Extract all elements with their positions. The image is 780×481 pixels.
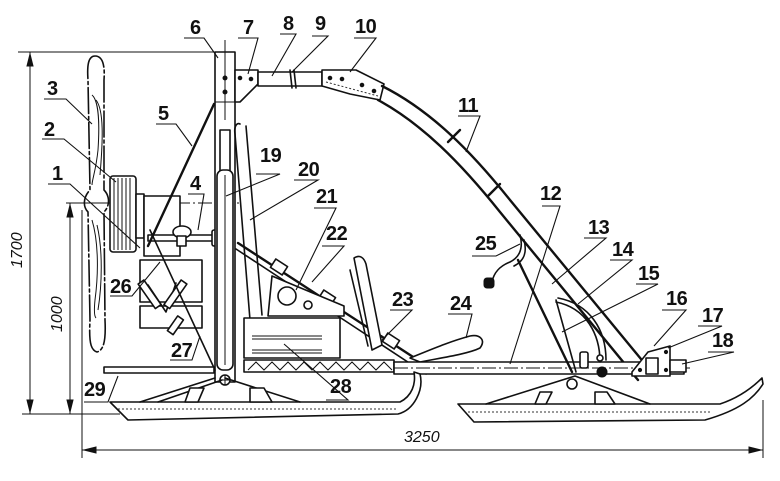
callout-label-11: 11: [458, 95, 479, 117]
callout-21: 21: [295, 186, 338, 291]
callout-label-10: 10: [355, 16, 377, 38]
callout-27: 27: [170, 335, 201, 362]
callout-label-21: 21: [316, 186, 338, 208]
callout-23: 23: [381, 289, 414, 341]
callout-13: 13: [551, 217, 610, 285]
callout-label-7: 7: [243, 17, 254, 39]
backrest: [233, 122, 263, 321]
callout-6: 6: [184, 17, 219, 59]
callout-19: 19: [225, 145, 282, 197]
callout-22: 22: [311, 223, 348, 283]
fuel-tank: [243, 317, 341, 359]
callout-label-15: 15: [638, 263, 660, 285]
callout-26: 26: [110, 261, 161, 298]
curved-frame: [376, 84, 652, 382]
callout-label-8: 8: [283, 13, 294, 35]
callout-label-22: 22: [326, 223, 348, 245]
callout-10: 10: [349, 16, 377, 73]
callout-label-1: 1: [52, 163, 63, 185]
callout-label-16: 16: [666, 288, 688, 310]
callout-label-5: 5: [158, 103, 169, 125]
front-bracket: [631, 345, 687, 377]
callout-25: 25: [472, 233, 521, 257]
callout-label-12: 12: [540, 183, 562, 205]
callout-4: 4: [188, 173, 205, 231]
dimension-3250-text: 3250: [404, 429, 440, 446]
callouts: 1 2 3 4 5 6 7: [42, 13, 735, 403]
callout-18: 18: [681, 330, 735, 365]
dimension-1000-text: 1000: [49, 296, 66, 332]
callout-label-28: 28: [330, 376, 352, 398]
callout-label-3: 3: [47, 78, 58, 100]
callout-28: 28: [283, 343, 352, 401]
callout-label-18: 18: [712, 330, 734, 352]
propeller-hub: [109, 175, 145, 253]
callout-11: 11: [458, 95, 481, 153]
callout-label-23: 23: [392, 289, 414, 311]
front-ski: [457, 375, 764, 423]
callout-label-4: 4: [190, 173, 202, 195]
callout-14: 14: [577, 239, 635, 305]
handlebar: [483, 234, 527, 289]
callout-5: 5: [156, 103, 193, 147]
dimension-1700-text: 1700: [9, 232, 26, 268]
dimension-length-3250: 3250: [81, 210, 764, 458]
callout-29: 29: [84, 375, 119, 403]
callout-label-19: 19: [260, 145, 282, 167]
callout-label-20: 20: [298, 159, 320, 181]
callout-label-9: 9: [315, 13, 326, 35]
callout-24: 24: [448, 293, 473, 339]
rear-mast: [214, 40, 236, 386]
rear-crossbar: [103, 366, 215, 374]
callout-2: 2: [42, 119, 117, 183]
callout-9: 9: [291, 13, 330, 73]
callout-label-14: 14: [612, 239, 635, 261]
steering-column: [516, 258, 608, 378]
callout-3: 3: [44, 78, 93, 125]
callout-17: 17: [667, 305, 724, 349]
main-beam: [243, 359, 690, 375]
callout-label-2: 2: [44, 119, 55, 141]
dimension-height-1700: 1700: [9, 51, 232, 415]
rear-ski: [109, 371, 422, 421]
propeller: [66, 55, 240, 353]
engine: [137, 195, 203, 336]
callout-label-17: 17: [702, 305, 724, 327]
callout-label-25: 25: [475, 233, 497, 255]
callout-label-29: 29: [84, 379, 106, 401]
dimension-height-1000: 1000: [49, 202, 130, 414]
callout-label-6: 6: [190, 17, 201, 39]
diagonal-brace: [146, 102, 216, 371]
seat-plate: [267, 275, 345, 317]
callout-label-26: 26: [110, 276, 132, 298]
callout-label-27: 27: [171, 340, 193, 362]
callout-20: 20: [249, 159, 320, 221]
callout-1: 1: [48, 163, 141, 249]
callout-15: 15: [561, 263, 660, 333]
seat: [349, 255, 484, 363]
callout-12: 12: [509, 183, 562, 365]
callout-label-13: 13: [588, 217, 610, 239]
callout-label-24: 24: [450, 293, 473, 315]
callout-8: 8: [271, 13, 297, 77]
top-tube: [257, 69, 385, 101]
callout-16: 16: [653, 288, 688, 347]
top-bracket: [234, 69, 259, 103]
callout-7: 7: [238, 17, 259, 75]
